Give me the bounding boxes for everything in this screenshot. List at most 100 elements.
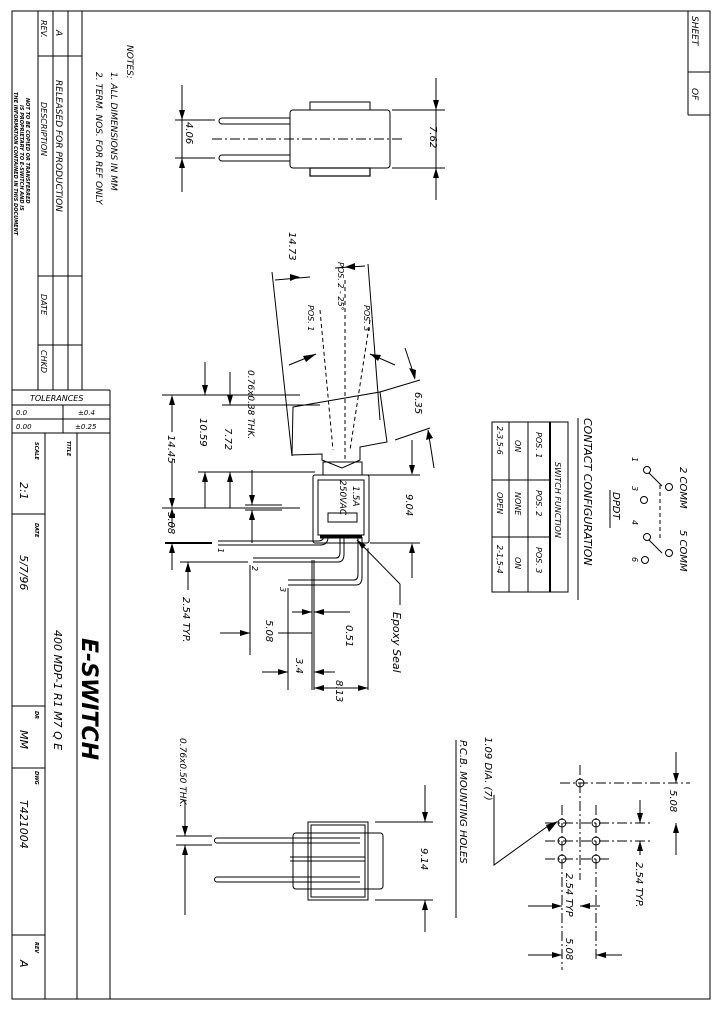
dwg-value: T421004 <box>17 800 30 849</box>
description-header: DESCRIPTION <box>39 102 48 156</box>
table-header: SWITCH FUNCTION <box>553 462 562 538</box>
cell-pos1-contacts: 2-3,5-6 <box>495 426 504 455</box>
dim-5-08-bottom: 5.08 <box>263 620 274 642</box>
bushing <box>322 461 363 476</box>
switch-body <box>312 474 370 544</box>
epoxy-seal-label: Epoxy Seal <box>390 612 403 673</box>
dim-bottom-width: 9.14 <box>418 848 429 870</box>
tolerance-value-2: ±0.25 <box>75 423 97 431</box>
dim-body-height: 9.04 <box>403 494 414 516</box>
dim-body-width: 7.62 <box>427 126 438 148</box>
sheet-label: SHEET <box>689 16 699 47</box>
contact-configuration: CONTACT CONFIGURATION 2 COMM 5 COMM 1 3 … <box>491 418 688 600</box>
pcb-dim-typ-right: 2.54 TYP. <box>633 862 644 908</box>
notes: NOTES: 1. ALL DIMENSIONS IN MM 2. TERM. … <box>93 45 134 206</box>
sheet-border <box>11 10 711 1000</box>
sheet-box: SHEET OF <box>687 11 710 116</box>
contact-config-title: CONTACT CONFIGURATION <box>581 418 594 566</box>
terminal-1 <box>218 534 329 546</box>
tolerances-block: TOLERANCES 0.0 ±0.4 0.00 ±0.25 <box>12 390 111 999</box>
dim-terminal-thickness: 0.76x0.38 THK. <box>245 370 255 439</box>
cell-pos2-state: NONE <box>513 492 522 516</box>
rev-description: RELEASED FOR PRODUCTION <box>53 80 63 212</box>
rev-header: REV. <box>39 20 48 38</box>
col-pos-3: POS. 3 <box>534 547 543 573</box>
pcb-dim-bottom: 5.08 <box>563 938 574 960</box>
col-pos-1: POS. 1 <box>534 432 543 458</box>
cell-pos1-state: ON <box>513 440 522 452</box>
rev-value-title: A <box>17 959 30 968</box>
dwg-label: DWG <box>33 771 39 785</box>
note-1: 1. ALL DIMENSIONS IN MM <box>108 72 118 191</box>
tolerances-title: TOLERANCES <box>30 394 83 403</box>
drawing-title: 400 MDP-1 R1 M7 Q E <box>51 630 64 750</box>
dim-10-59: 10.59 <box>197 418 208 447</box>
dim-pin-spacing: 4.06 <box>183 122 194 144</box>
terminal-label-4: 4 <box>630 520 639 525</box>
dim-pin-pitch: 5.08 <box>165 512 176 534</box>
dr-value: MM <box>17 730 30 749</box>
rev-value: A <box>53 29 63 36</box>
actuator-lever <box>291 391 388 469</box>
terminal-label-6: 6 <box>630 557 639 562</box>
scale-value: 2:1 <box>17 482 30 500</box>
rating-voltage: 250VAC <box>337 480 347 516</box>
tolerance-value-1: ±0.4 <box>78 409 95 417</box>
dim-0-51: 0.51 <box>343 625 354 647</box>
pcb-dim-top: 5.08 <box>667 790 678 812</box>
hole-diameter-label: 1.09 DIA. (7) <box>482 737 493 801</box>
terminal-label-3: 3 <box>630 486 639 491</box>
terminal-number-1: 1 <box>216 548 225 553</box>
date-header: DATE <box>39 294 48 316</box>
proprietary-line-3: NOT TO BE COPIED OR TRANSFERRED <box>24 98 30 204</box>
dpdt-label: DPDT <box>610 492 621 520</box>
switch-function-table <box>491 421 569 593</box>
terminal-label-1: 1 <box>630 457 639 462</box>
terminal-2 <box>253 537 345 563</box>
note-2: 2. TERM. NOS. FOR REF ONLY <box>93 72 103 206</box>
tolerance-precision-2: 0.00 <box>16 423 32 431</box>
tolerance-precision-1: 0.0 <box>16 409 28 417</box>
cell-pos3-state: ON <box>513 557 522 569</box>
label-pos-3: POS. 3 <box>362 305 371 331</box>
cell-pos3-contacts: 2-1,5-4 <box>495 545 504 574</box>
chkd-header: CHKD <box>39 350 48 373</box>
col-pos-2: POS. 2 <box>534 490 543 516</box>
terminal-3 <box>288 537 363 586</box>
label-pos-1: POS. 1 <box>306 305 315 331</box>
bottom-view: 0.76x0.50 THK. 9.14 <box>176 738 433 932</box>
dim-pin-typ: 2.54 TYP. <box>180 597 191 643</box>
of-label: OF <box>689 88 699 101</box>
dr-label: DR <box>33 711 39 719</box>
top-view: 4.06 7.62 <box>175 78 445 200</box>
pcb-title: P.C.B. MOUNTING HOLES <box>457 740 468 864</box>
scale-label: SCALE <box>33 442 39 460</box>
proprietary-line-1: THE INFORMATION CONTAINED IN THIS DOCUME… <box>12 92 18 236</box>
rev-label: REV <box>33 942 39 954</box>
terminal-number-2: 2 <box>250 566 259 571</box>
dim-bottom-terminal-thickness: 0.76x0.50 THK. <box>177 738 187 807</box>
dim-7-72: 7.72 <box>222 428 233 450</box>
notes-heading: NOTES: <box>124 45 134 79</box>
proprietary-line-2: IS PROPRIETARY TO E-SWITCH AND IS <box>18 105 24 211</box>
pcb-dim-typ-left: 2.54 TYP <box>563 873 574 918</box>
dim-travel: 14.73 <box>286 232 297 261</box>
title-label: TITLE <box>65 441 71 457</box>
dim-8-13: 8.13 <box>333 680 344 702</box>
rating-current: 1.5A <box>350 486 360 506</box>
dim-lever-width: 6.35 <box>412 392 423 414</box>
dim-3-4: 3.4 <box>293 658 304 674</box>
comm-label-2: 2 COMM <box>677 467 688 509</box>
date-label: DATE <box>33 523 39 538</box>
label-pos-2: POS. 2 - 25° <box>336 262 345 311</box>
revision-block: REV. DESCRIPTION DATE CHKD A RELEASED FO… <box>12 11 110 391</box>
comm-label-5: 5 COMM <box>677 530 688 572</box>
dim-overall-height: 14.45 <box>165 435 176 464</box>
cell-pos2-contacts: OPEN <box>495 492 504 514</box>
date-value: 5/7/96 <box>17 555 30 590</box>
side-view: 1.5A 250VAC 1 2 3 Epoxy Seal 14.73 POS. … <box>162 232 435 702</box>
pcb-mounting-holes: P.C.B. MOUNTING HOLES 1.09 DIA. (7) 5.08… <box>455 737 690 970</box>
terminal-number-3: 3 <box>278 587 287 592</box>
e-switch-logo: E-SWITCH <box>76 638 101 760</box>
